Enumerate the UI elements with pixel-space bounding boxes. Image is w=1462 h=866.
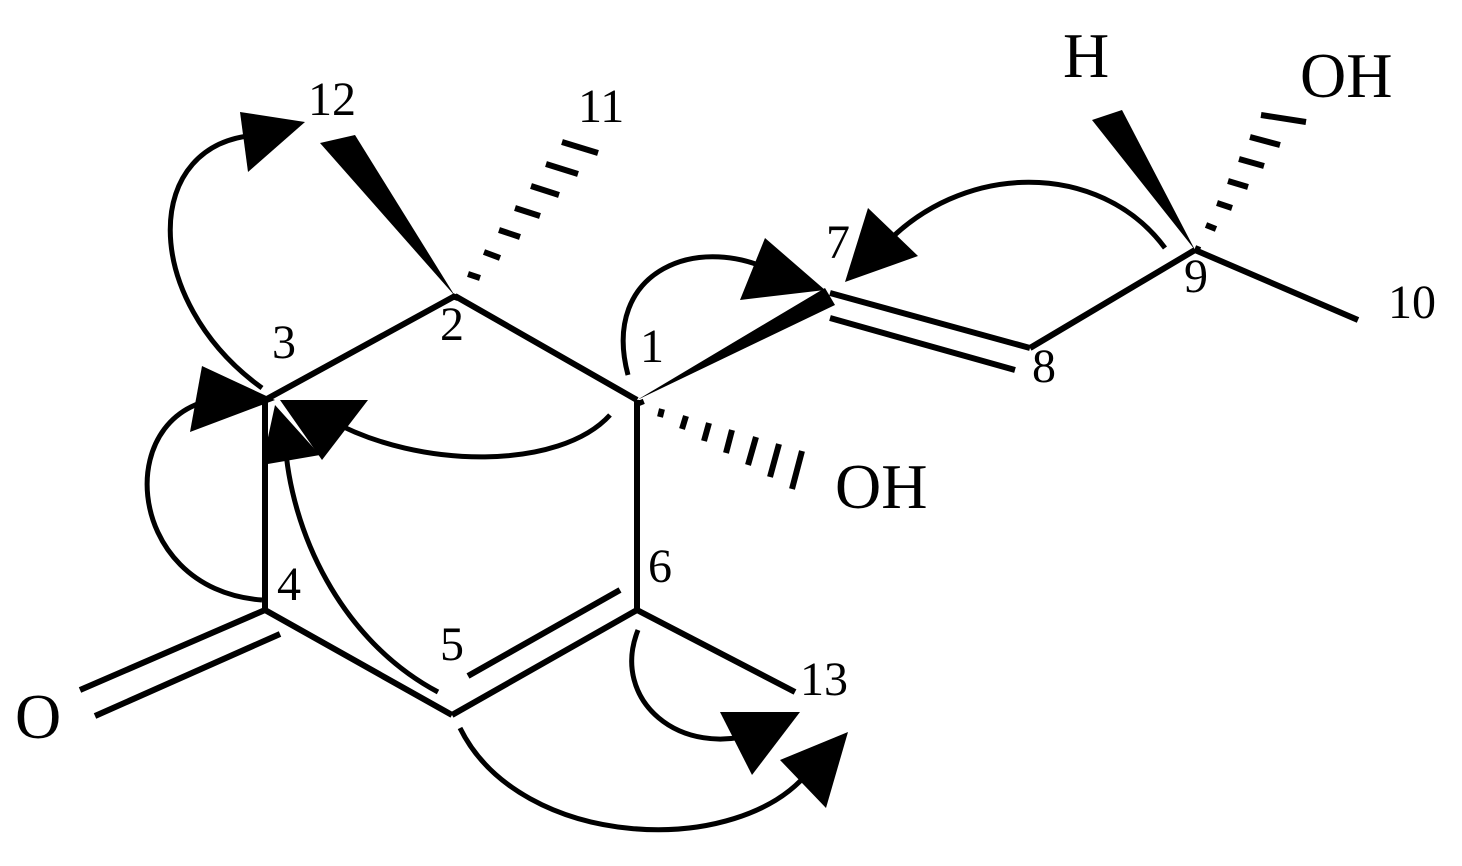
label-c1-oh: OH [835,451,927,522]
label-c9-oh: OH [1300,40,1392,111]
label-c2: 2 [440,298,464,351]
arrow-h9-c7 [878,179,1168,252]
bond-c2-c3 [263,293,457,403]
label-c12: 12 [308,73,356,126]
label-c9-h: H [1063,20,1109,91]
bond-c4-c5 [263,607,454,718]
bond-c4-o-double [93,631,282,719]
arrowhead-c7-left [740,238,825,300]
bond-c7-c8-double [829,315,1016,373]
arrowhead-c3-right [280,400,368,460]
arrow-h1-c3 [328,413,612,460]
label-c13: 13 [800,653,848,706]
label-c9: 9 [1184,250,1208,303]
wedge-c9-h [1092,110,1195,250]
arrow-h5-c13 [457,726,812,833]
label-c10: 10 [1388,276,1436,329]
bond-c6-c13 [635,607,797,695]
correlation-arrows [144,112,1168,833]
arrowhead-c12 [240,112,305,172]
wedge-bonds [320,110,1195,400]
label-c4: 4 [277,558,301,611]
arrow-h3-c12 [167,132,264,391]
label-c5: 5 [440,618,464,671]
label-c3: 3 [272,316,296,369]
wedge-c1-c7 [637,288,835,400]
arrowhead-c13-inner [720,712,800,775]
label-c7: 7 [826,216,850,269]
arrow-h5-c3 [282,439,440,695]
hash-c1-oh [637,398,805,490]
hash-c9-oh [1193,112,1307,253]
label-c8: 8 [1032,340,1056,393]
bond-c5-c6-double [466,587,622,679]
arrow-h4-c3 [144,395,263,603]
label-carbonyl-o: O [15,681,61,752]
bond-c8-c9 [1028,247,1197,351]
label-c1: 1 [640,320,664,373]
wedge-c2-c12 [320,135,455,296]
arrowhead-c3-bottom [262,405,320,465]
bond-c2-c1 [453,293,639,403]
label-c6: 6 [648,540,672,593]
atom-labels: O OH OH H [15,20,1392,752]
arrowhead-c13-outer [780,732,848,808]
bond-c5-c6 [450,607,639,718]
arrow-h1-c7 [620,254,782,376]
arrowhead-c3-left [190,366,275,432]
bond-c7-c8 [829,290,1031,351]
bond-c4-o [78,607,267,693]
side-chain-bonds [829,247,1360,373]
atom-number-labels: 1 2 3 4 5 6 7 8 9 10 11 12 13 [272,73,1436,706]
bond-c9-c10 [1193,247,1360,323]
ring-bonds [78,293,797,719]
label-c11: 11 [578,80,624,133]
arrowhead-c7-right [845,208,918,282]
hash-c2-c11 [451,139,599,301]
arrow-h6-c13 [629,629,761,742]
